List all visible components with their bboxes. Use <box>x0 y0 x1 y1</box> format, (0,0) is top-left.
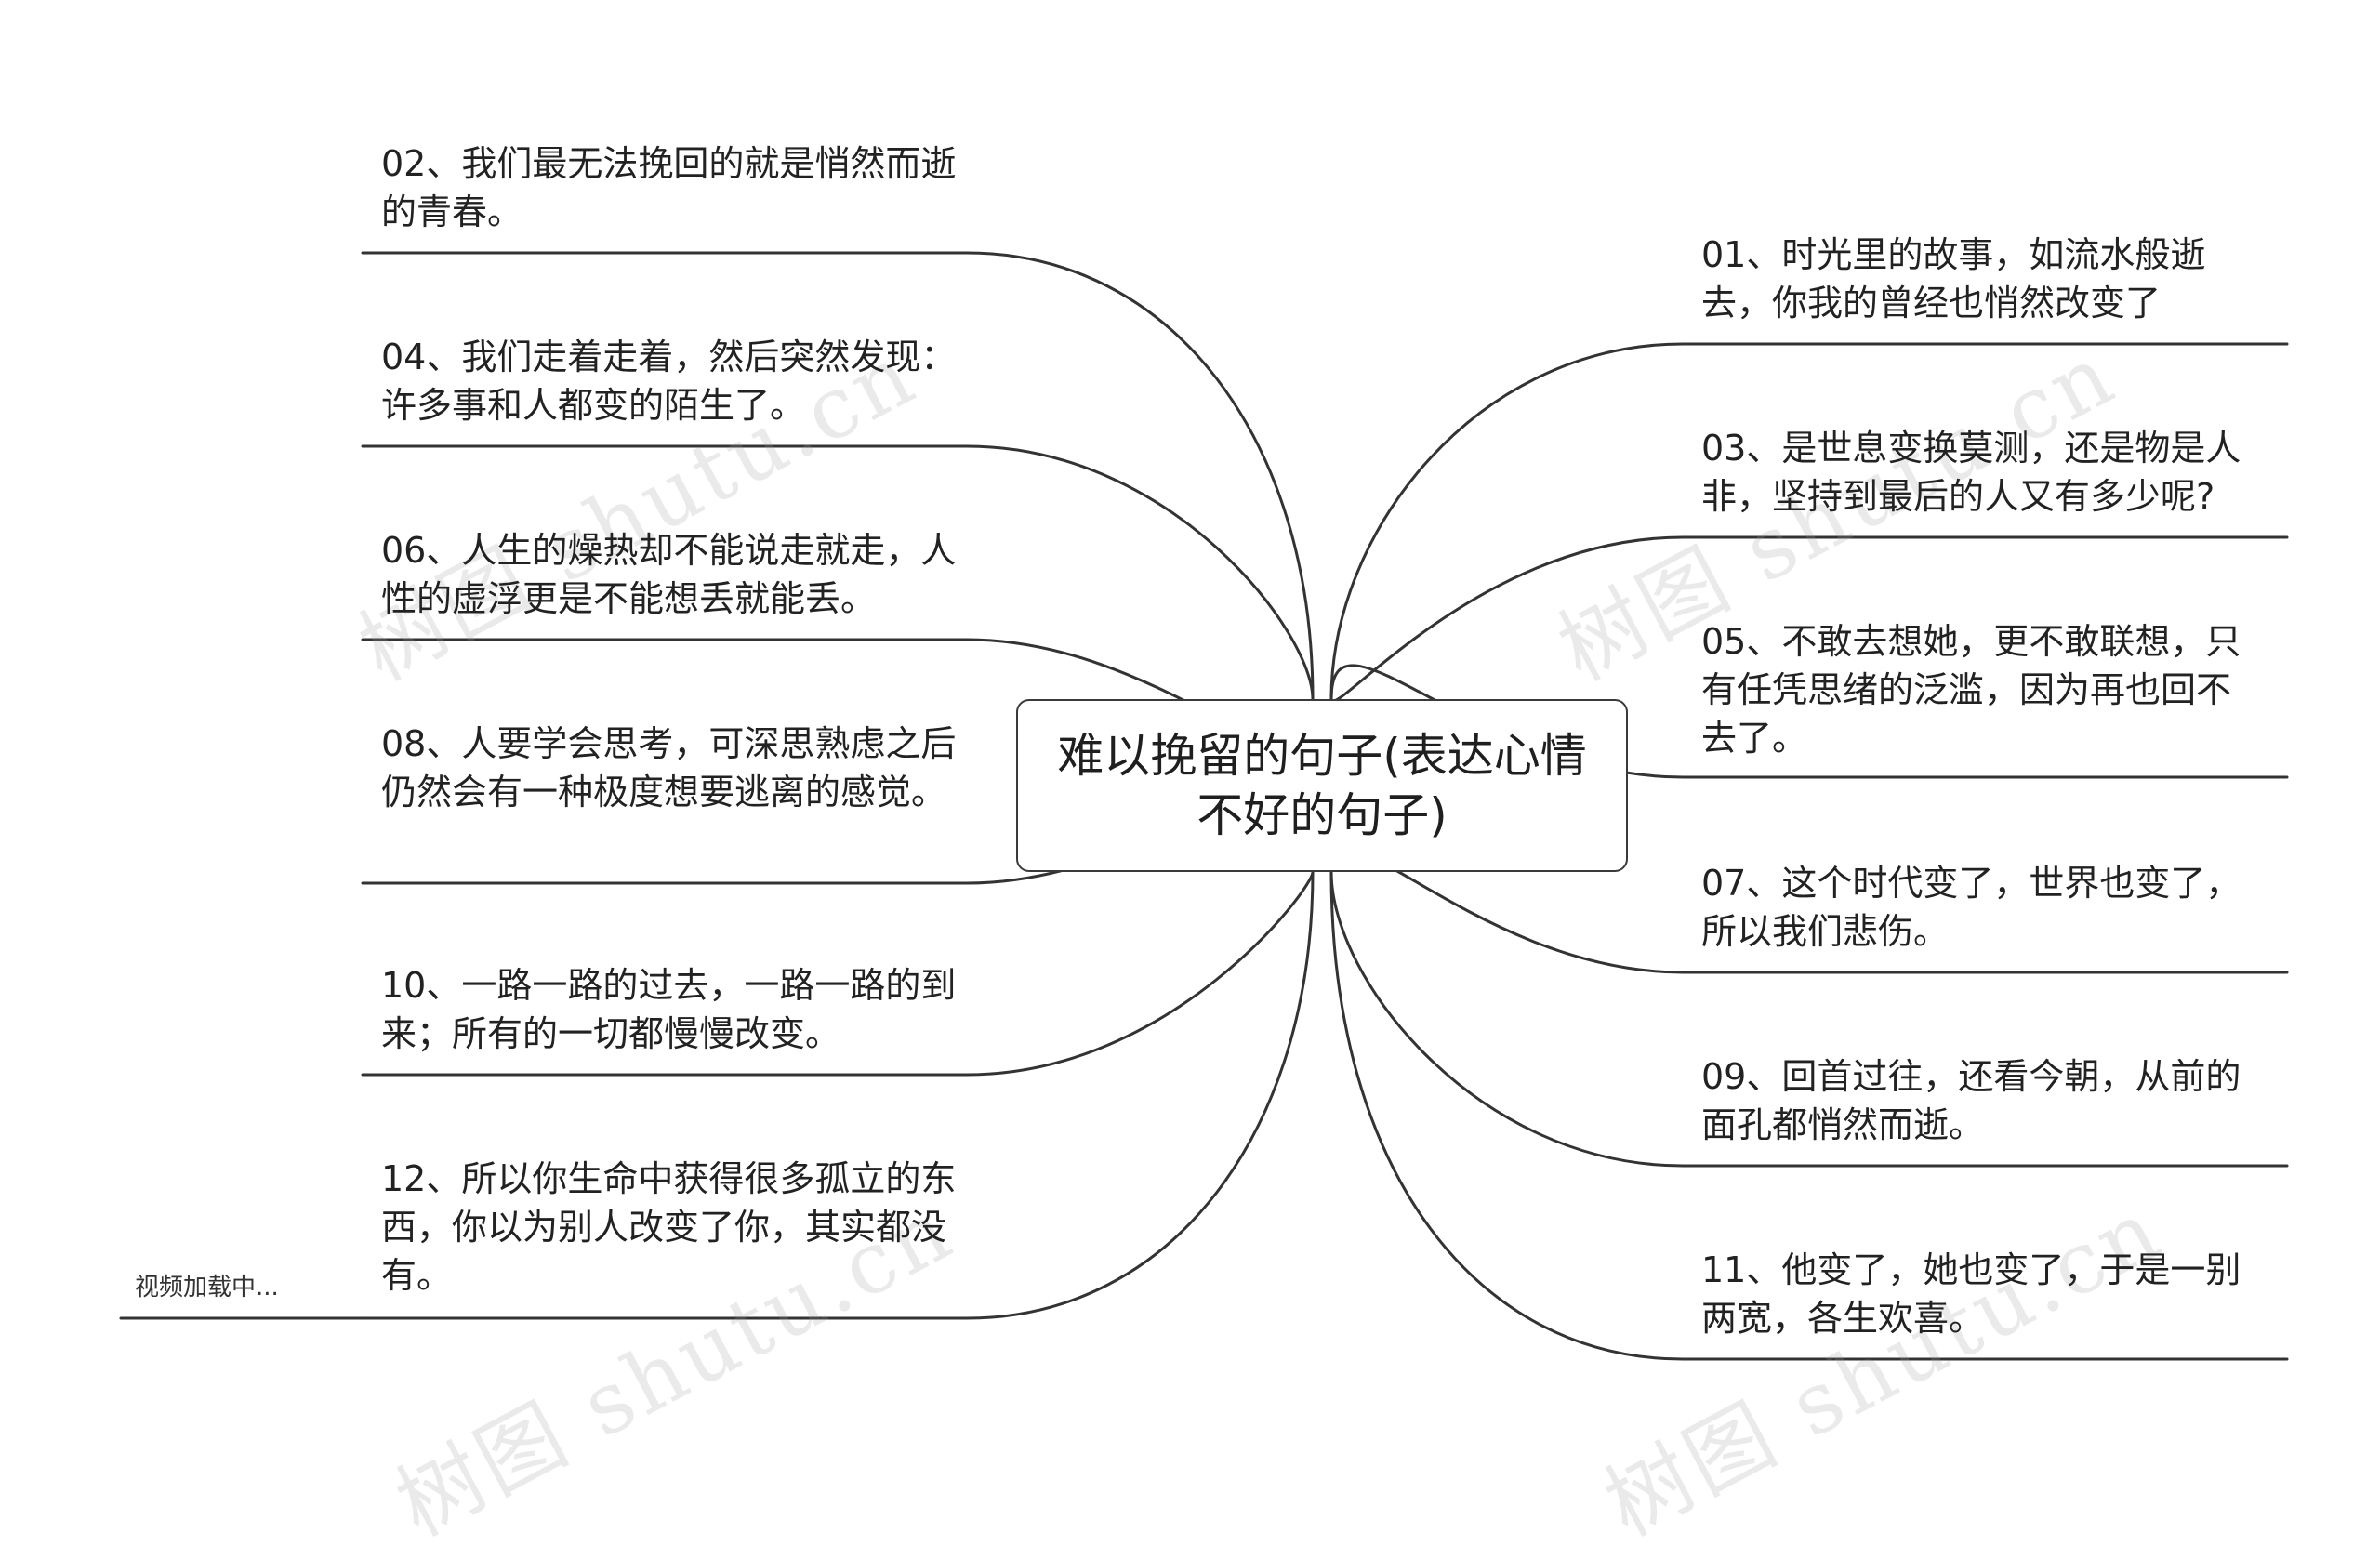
left-node-06[interactable]: 06、人生的燥热却不能说走就走，人性的虚浮更是不能想丢就能丢。 <box>381 530 957 619</box>
left-node-04[interactable]: 04、我们走着走着，然后突然发现：许多事和人都变的陌生了。 <box>381 337 957 426</box>
right-connector-5 <box>1329 870 1685 1361</box>
left-connector-4 <box>965 870 1315 1077</box>
left-node-10[interactable]: 10、一路一路的过去，一路一路的到来；所有的一切都慢慢改变。 <box>381 965 957 1054</box>
right-node-09[interactable]: 09、回首过往，还看今朝，从前的面孔都悄然而逝。 <box>1701 1056 2241 1145</box>
left-node-08[interactable]: 08、人要学会思考，可深思熟虑之后仍然会有一种极度想要逃离的感觉。 <box>381 723 957 813</box>
right-node-05[interactable]: 05、不敢去想她，更不敢联想，只有任凭思绪的泛滥，因为再也回不去了。 <box>1701 621 2241 759</box>
left-connector-5 <box>965 870 1315 1320</box>
center-topic[interactable]: 难以挽留的句子(表达心情不好的句子) <box>1016 699 1628 872</box>
right-node-03[interactable]: 03、是世息变换莫测，还是物是人非，坚持到最后的人又有多少呢? <box>1701 428 2241 517</box>
watermark: 树图 shutu.cn <box>1589 1180 2178 1556</box>
left-node-02[interactable]: 02、我们最无法挽回的就是悄然而逝的青春。 <box>381 143 957 232</box>
left-connector-1 <box>965 444 1315 701</box>
video-loading-text: 视频加载中... <box>135 1274 279 1301</box>
right-connector-4 <box>1329 870 1685 1168</box>
center-topic-label: 难以挽留的句子(表达心情不好的句子) <box>1057 729 1587 842</box>
right-node-11[interactable]: 11、他变了，她也变了，于是一别两宽，各生欢喜。 <box>1701 1249 2241 1339</box>
left-connector-0 <box>965 251 1315 701</box>
right-node-01[interactable]: 01、时光里的故事，如流水般逝去，你我的曾经也悄然改变了 <box>1701 234 2206 324</box>
left-node-12[interactable]: 12、所以你生命中获得很多孤立的东西，你以为别人改变了你，其实都没有。 <box>381 1158 957 1296</box>
right-node-07[interactable]: 07、这个时代变了，世界也变了，所以我们悲伤。 <box>1701 863 2241 952</box>
